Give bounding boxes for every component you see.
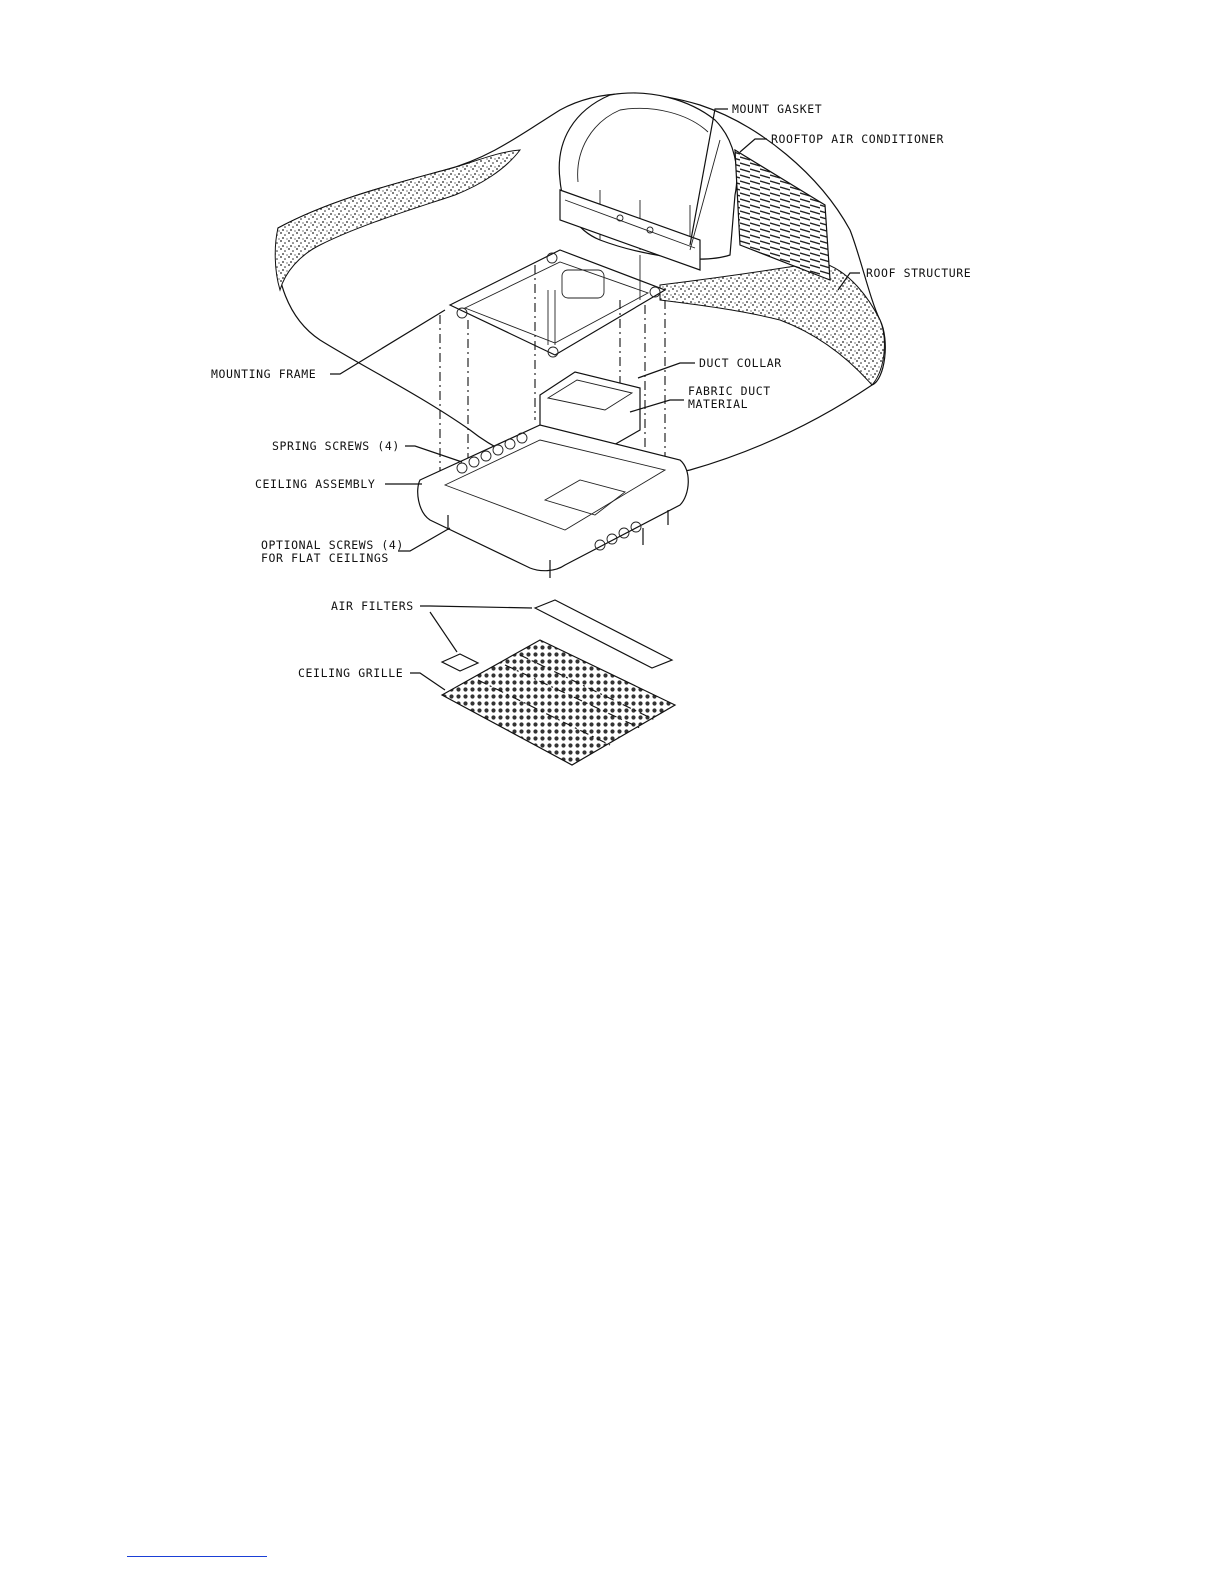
label-ceiling-assembly: CEILING ASSEMBLY [255, 477, 375, 491]
label-rooftop-air-conditioner: ROOFTOP AIR CONDITIONER [771, 132, 944, 146]
label-spring-screws: SPRING SCREWS (4) [272, 439, 400, 453]
label-mount-gasket: MOUNT GASKET [732, 102, 822, 116]
label-fabric-duct-line1: FABRIC DUCT [688, 384, 771, 398]
label-optional-screws-line2: FOR FLAT CEILINGS [261, 551, 389, 565]
label-ceiling-grille: CEILING GRILLE [298, 666, 403, 680]
label-fabric-duct-line2: MATERIAL [688, 397, 748, 411]
label-air-filters: AIR FILTERS [331, 599, 414, 613]
label-duct-collar: DUCT COLLAR [699, 356, 782, 370]
label-optional-screws-line1: OPTIONAL SCREWS (4) [261, 538, 404, 552]
roof-speckle-left [275, 150, 520, 290]
ac-condenser-grille [735, 150, 830, 280]
label-roof-structure: ROOF STRUCTURE [866, 266, 971, 280]
mounting-frame [450, 250, 665, 357]
rooftop-air-conditioner [559, 93, 830, 280]
label-mounting-frame: MOUNTING FRAME [211, 367, 316, 381]
ceiling-assembly [418, 425, 689, 578]
footnote-rule [127, 1556, 267, 1557]
